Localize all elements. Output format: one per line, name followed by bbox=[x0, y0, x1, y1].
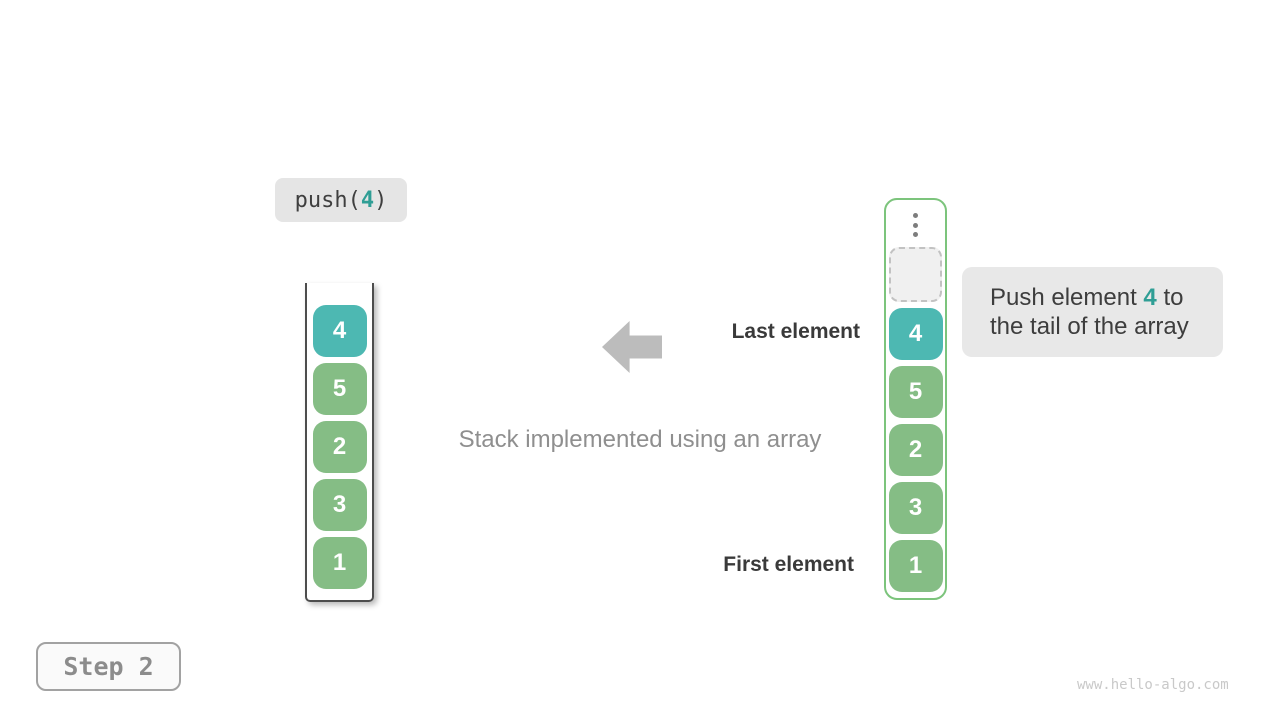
array-cell: 5 bbox=[888, 366, 943, 418]
push-operation-suffix: ) bbox=[374, 187, 388, 213]
empty-array-slot bbox=[889, 247, 942, 302]
stack-cell: 1 bbox=[312, 537, 367, 589]
dot bbox=[913, 213, 918, 218]
array-cell: 2 bbox=[888, 424, 943, 476]
callout-line1-prefix: Push element bbox=[990, 284, 1144, 311]
arrow-left-icon bbox=[602, 321, 662, 373]
stack-cell: 5 bbox=[312, 363, 367, 415]
stack-cell: 4 bbox=[312, 305, 367, 357]
last-element-label: Last element bbox=[731, 320, 860, 343]
diagram-caption: Stack implemented using an array bbox=[458, 426, 822, 453]
stack-cell: 3 bbox=[312, 479, 367, 531]
array-container-right: 4 5 2 3 1 bbox=[884, 198, 947, 600]
callout-line-1: Push element 4 to bbox=[990, 283, 1223, 312]
array-cell: 3 bbox=[888, 482, 943, 534]
push-operation-arg: 4 bbox=[360, 187, 375, 213]
callout-line-2: the tail of the array bbox=[990, 313, 1189, 340]
array-cell: 1 bbox=[888, 540, 943, 592]
first-element-label: First element bbox=[723, 553, 854, 576]
push-operation-label: push(4) bbox=[275, 178, 407, 222]
push-callout: Push element 4 to the tail of the array bbox=[962, 267, 1223, 357]
callout-line1-suffix: to bbox=[1156, 284, 1184, 311]
stack-container-left: 4 5 2 3 1 bbox=[305, 283, 374, 602]
dot bbox=[913, 232, 918, 237]
callout-highlight-value: 4 bbox=[1143, 284, 1157, 311]
stack-cell: 2 bbox=[312, 421, 367, 473]
ellipsis-vertical-icon bbox=[913, 213, 918, 237]
array-cell: 4 bbox=[888, 308, 943, 360]
step-badge: Step 2 bbox=[36, 642, 181, 691]
push-operation-prefix: push( bbox=[294, 187, 361, 213]
dot bbox=[913, 222, 918, 228]
watermark: www.hello-algo.com bbox=[1077, 677, 1229, 693]
